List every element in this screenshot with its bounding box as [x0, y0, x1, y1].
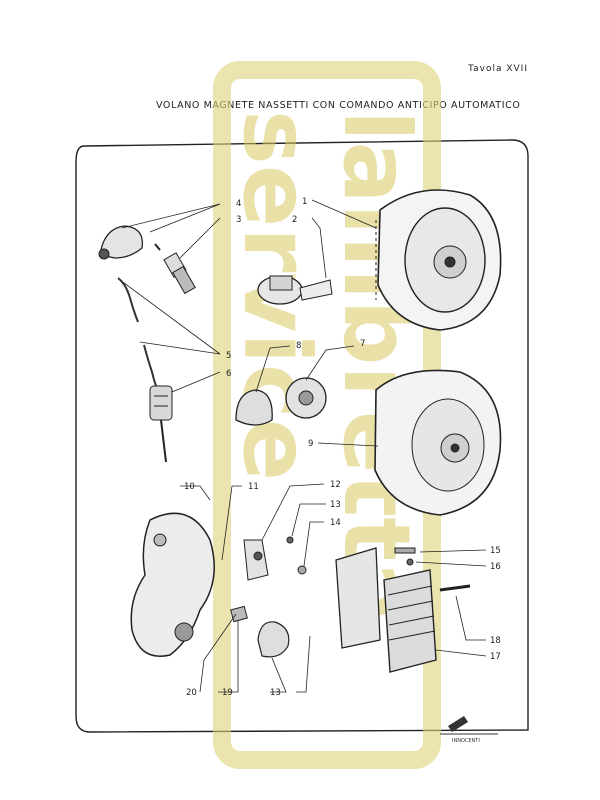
part-flywheel-rear — [374, 369, 502, 516]
callout-2: 2 — [292, 215, 297, 225]
part-screw-washer — [286, 536, 307, 575]
part-screws-15-16 — [394, 547, 416, 566]
callout-1: 1 — [302, 197, 307, 207]
part-terminal — [149, 385, 173, 463]
callout-3: 3 — [236, 215, 241, 225]
part-contact-breaker — [243, 539, 269, 581]
callout-7: 7 — [360, 339, 365, 349]
callout-18: 18 — [490, 636, 501, 646]
callout-10: 10 — [184, 482, 195, 492]
part-advance-mechanism — [285, 377, 327, 419]
part-coil — [383, 569, 437, 673]
part-long-bolt — [439, 584, 471, 592]
callout-17: 17 — [490, 652, 501, 662]
callout-9: 9 — [308, 439, 313, 449]
part-plug-cap — [98, 225, 144, 260]
part-lighting-coil — [335, 547, 381, 649]
part-ht-lead — [117, 277, 157, 387]
diagram-frame — [75, 139, 529, 733]
page-title: VOLANO MAGNETE NASSETTI CON COMANDO ANTI… — [156, 100, 521, 111]
innocenti-logo-text: INNOCENTI — [452, 738, 480, 744]
callout-13-lower: 13 — [270, 688, 281, 698]
callout-15: 15 — [490, 546, 501, 556]
callout-5: 5 — [226, 351, 231, 361]
callout-16: 16 — [490, 562, 501, 572]
callout-11: 11 — [248, 482, 259, 492]
callout-4: 4 — [236, 199, 241, 209]
part-flywheel — [375, 189, 502, 331]
plate-number: Tavola XVII — [468, 64, 528, 74]
callout-8: 8 — [296, 341, 301, 351]
callout-13-upper: 13 — [330, 500, 341, 510]
callout-6: 6 — [226, 369, 231, 379]
watermark-line1: lambretta — [323, 110, 430, 623]
part-stator-plate — [130, 512, 215, 657]
callout-20: 20 — [186, 688, 197, 698]
part-cam-bush — [257, 275, 333, 305]
part-bell-cap — [235, 389, 273, 426]
callout-19: 19 — [222, 688, 233, 698]
part-spark-plug — [154, 243, 196, 295]
innocenti-logo-icon: INNOCENTI — [440, 716, 498, 744]
part-felt-pad — [230, 605, 248, 623]
callout-12: 12 — [330, 480, 341, 490]
part-condenser — [257, 621, 290, 658]
callout-14: 14 — [330, 518, 341, 528]
leader-lines — [119, 199, 487, 693]
callout-labels: 1 2 3 4 5 6 7 8 9 10 11 12 13 14 15 16 1… — [184, 197, 501, 698]
